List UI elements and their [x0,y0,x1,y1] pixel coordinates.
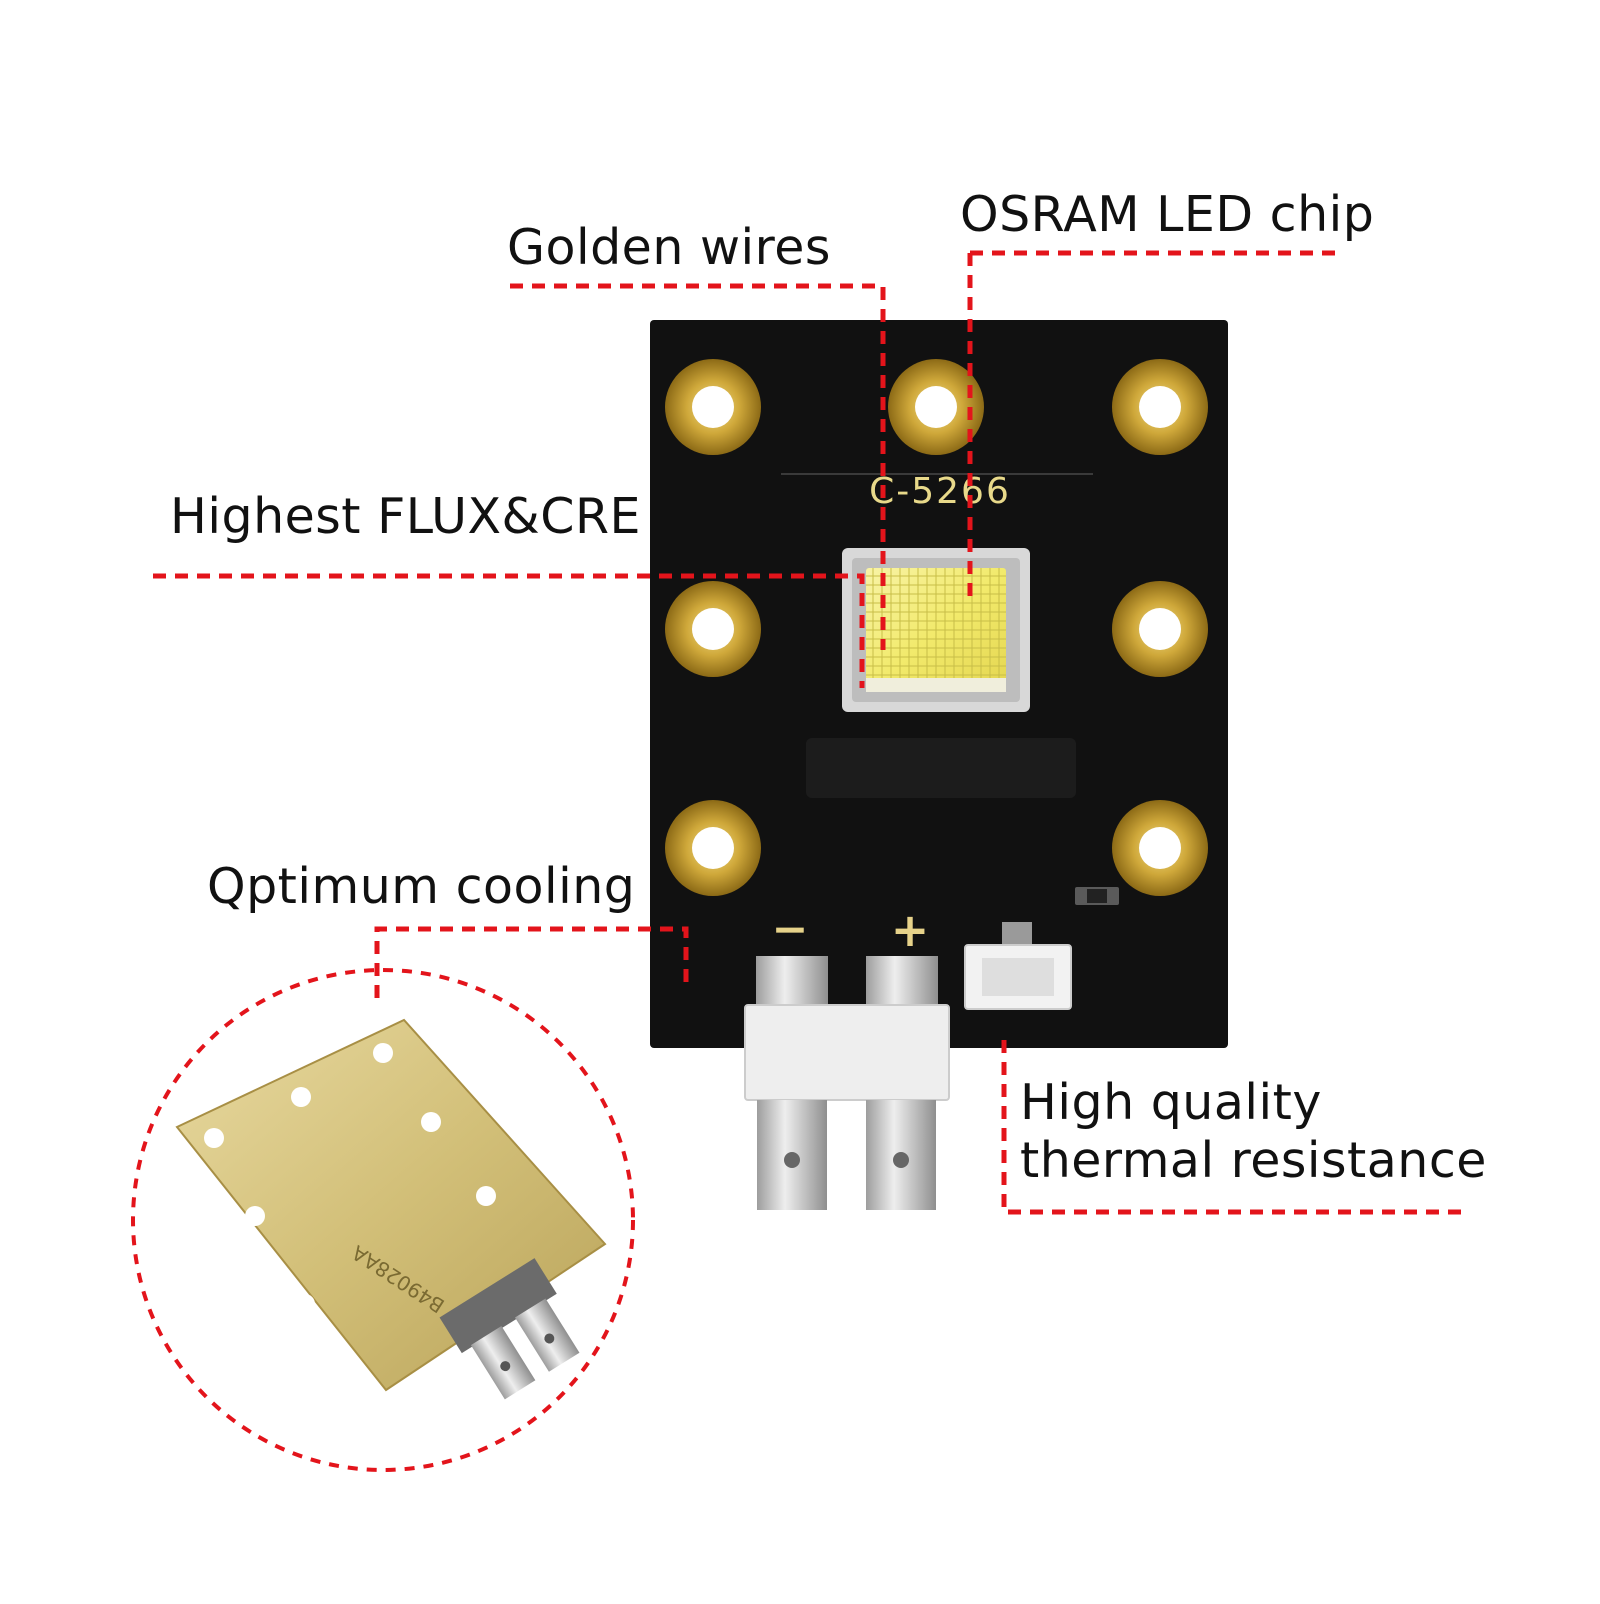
mounting-hole-mid-right [1112,581,1208,677]
chip-bond-pads [866,678,1006,692]
terminal-housing [744,1004,950,1101]
plate-hole [295,1294,315,1314]
silkscreen-line [781,473,1093,475]
cooling-plate-highlight-circle [131,968,635,1472]
pcb-board: C-5266 − + [650,320,1228,1210]
plate-hole [476,1186,496,1206]
led-chip [842,548,1030,712]
terminal-minus-hole [784,1152,800,1168]
label-cooling: Qptimum cooling [207,858,636,915]
label-osram-chip: OSRAM LED chip [960,186,1375,243]
plate-terminal-hole [500,1361,511,1372]
thermal-sensor-connector [964,922,1072,1010]
mounting-hole-top-center [888,359,984,455]
plate-hole [373,1043,393,1063]
plate-hole [245,1206,265,1226]
chip-emitter-grid [866,568,1006,692]
mounting-hole-bottom-left [665,800,761,896]
minus-polarity-mark: − [772,904,809,955]
mounting-hole-bottom-right [1112,800,1208,896]
smd-component-body [1087,889,1107,903]
leader-cooling [374,926,689,998]
part-number-silkscreen: C-5266 [869,471,1011,512]
plate-terminals [439,1258,580,1400]
plate-terminal-hole [544,1333,555,1344]
mounting-hole-top-right [1112,359,1208,455]
label-golden-wires: Golden wires [507,219,831,276]
plate-hole [204,1128,224,1148]
plus-polarity-mark: + [891,903,930,957]
power-terminal-block [744,956,950,1210]
mounting-hole-top-left [665,359,761,455]
cooling-plate: B49028AA [175,1018,607,1400]
mounting-hole-mid-left [665,581,761,677]
label-thermal-line1: High quality [1020,1074,1322,1131]
label-flux-cre: Highest FLUX&CRE [170,488,641,545]
leader-flux-cre [153,573,865,688]
leader-lines [131,250,1468,1472]
connector-opening [982,958,1054,996]
pcb-shadow-area [806,738,1076,798]
label-thermal-line2: thermal resistance [1020,1132,1487,1189]
plate-hole [291,1087,311,1107]
terminal-plus-hole [893,1152,909,1168]
connector-pins [1002,922,1032,944]
plate-terminal-base [439,1258,557,1354]
plate-hole [421,1112,441,1132]
